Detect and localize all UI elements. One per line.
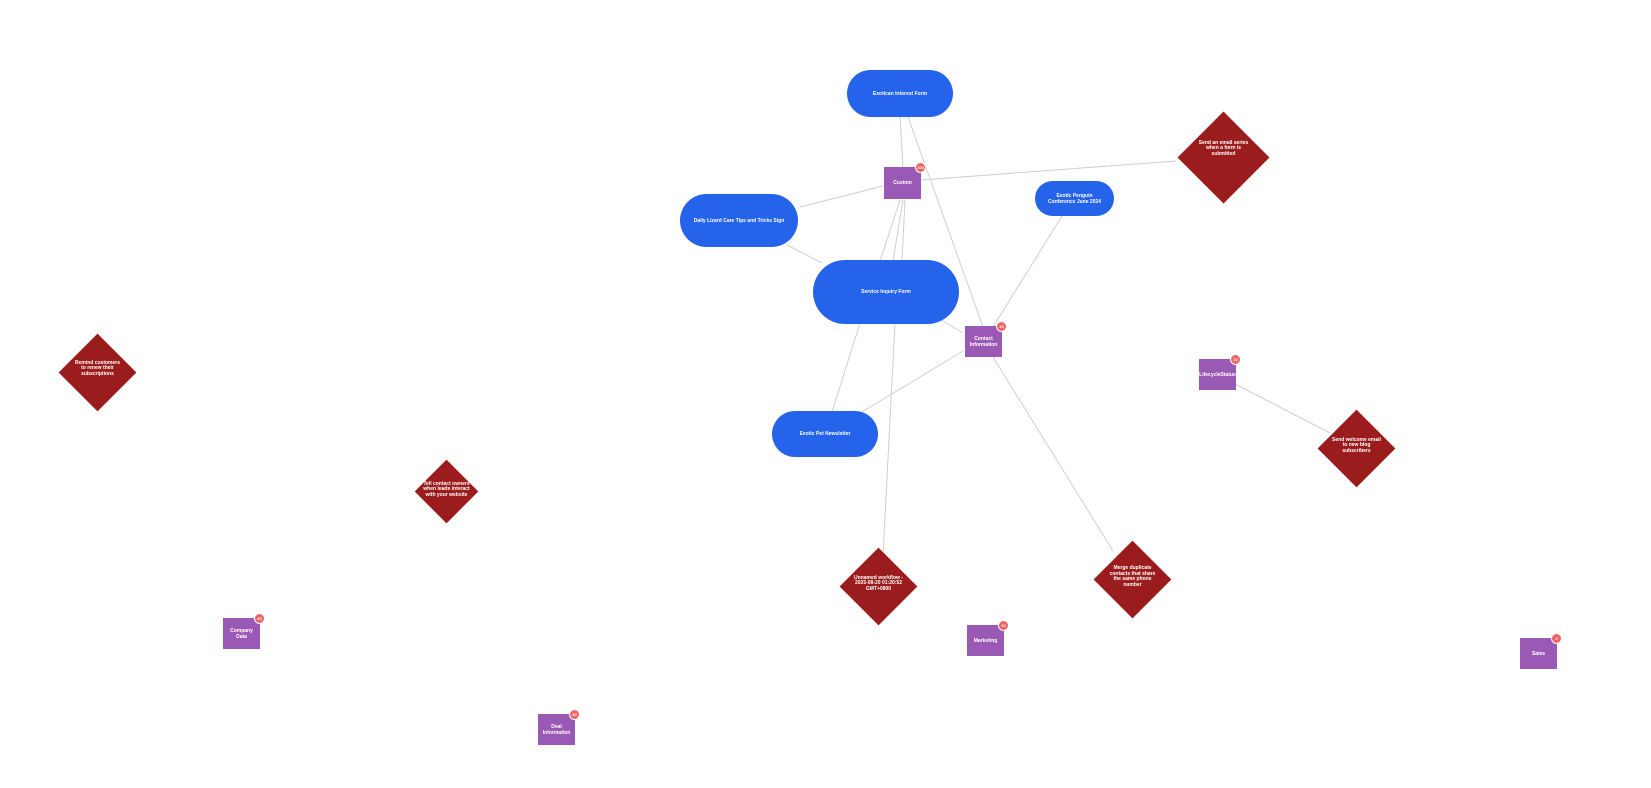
edge bbox=[992, 215, 1063, 328]
edge bbox=[799, 185, 884, 208]
count-badge: 10 bbox=[1230, 354, 1241, 365]
group-label: Company Data bbox=[230, 627, 253, 640]
form-node-label: Exotic Penguin Conference June 2024 bbox=[1047, 192, 1102, 205]
form-node-label: Exotican Interest Form bbox=[872, 90, 928, 97]
count-badge: 30 bbox=[569, 709, 580, 720]
edge bbox=[939, 318, 964, 334]
group-label: Custom bbox=[893, 180, 912, 186]
workflow-node-send-welcome-email[interactable]: Send welcome email to new blog subscribe… bbox=[1317, 409, 1396, 488]
edge bbox=[831, 322, 861, 413]
form-node-label: Service Inquiry Form bbox=[861, 289, 911, 295]
property-group-lifecycle-status[interactable]: LifecycleStatus 10 bbox=[1199, 354, 1241, 390]
form-node-label: Exotic Pet Newsletter bbox=[799, 431, 851, 437]
property-group-deal-information[interactable]: Deal Information 30 bbox=[538, 709, 580, 745]
group-label: LifecycleStatus bbox=[1199, 371, 1236, 378]
edge bbox=[920, 160, 1177, 181]
form-node-exotic-pet-newsletter[interactable]: Exotic Pet Newsletter bbox=[772, 411, 878, 457]
group-label: Deal Information bbox=[542, 723, 571, 736]
workflow-label: Send welcome email to new blog subscribe… bbox=[1332, 436, 1381, 454]
edge bbox=[1234, 383, 1331, 434]
property-group-custom[interactable]: Custom 100 bbox=[884, 162, 926, 199]
form-node-service-inquiry[interactable]: Service Inquiry Form bbox=[813, 260, 959, 324]
workflow-label: Merge duplicate contacts that share the … bbox=[1109, 565, 1156, 588]
edge bbox=[882, 322, 896, 556]
workflow-label: Send an email series when a form is subm… bbox=[1198, 139, 1249, 157]
form-node-exotic-penguin[interactable]: Exotic Penguin Conference June 2024 bbox=[1035, 181, 1114, 216]
edge bbox=[861, 350, 964, 413]
workflow-node-unnamed[interactable]: Unnamed workflow - 2025-08-20 01:20:52 G… bbox=[839, 547, 918, 626]
form-node-exotican-interest[interactable]: Exotican Interest Form bbox=[847, 70, 953, 117]
form-node-daily-lizard-care[interactable]: Daily Lizard Care Tips and Tricks Sign bbox=[680, 194, 798, 247]
property-group-contact-information[interactable]: Contact Information 40 bbox=[965, 321, 1007, 357]
edge bbox=[786, 244, 823, 264]
edge bbox=[892, 199, 904, 262]
property-group-company-data[interactable]: Company Data 40 bbox=[223, 613, 265, 649]
property-group-sales[interactable]: Sales 4 bbox=[1520, 633, 1562, 669]
count-badge: 40 bbox=[254, 613, 265, 624]
count-badge: 100 bbox=[915, 162, 926, 173]
workflow-node-send-email-series[interactable]: Send an email series when a form is subm… bbox=[1177, 111, 1270, 204]
workflow-label: Unnamed workflow - 2025-08-20 01:20:52 G… bbox=[854, 574, 903, 592]
count-badge: 4 bbox=[1551, 633, 1562, 644]
workflow-node-merge-duplicate-contacts[interactable]: Merge duplicate contacts that share the … bbox=[1093, 540, 1172, 619]
edge bbox=[901, 199, 906, 262]
group-label: Contact Information bbox=[969, 335, 998, 348]
workflow-node-remind-customers[interactable]: Remind customers to renew their subscrip… bbox=[58, 333, 137, 412]
count-badge: 40 bbox=[996, 321, 1007, 332]
edge bbox=[879, 199, 901, 262]
group-label: Sales bbox=[1531, 650, 1546, 657]
workflow-label: Remind customers to renew their subscrip… bbox=[74, 359, 120, 377]
workflow-label: Tell contact owners when leads interact … bbox=[423, 480, 470, 498]
count-badge: 10 bbox=[998, 620, 1009, 631]
workflow-node-tell-contact-owners[interactable]: Tell contact owners when leads interact … bbox=[414, 459, 479, 524]
edge bbox=[992, 356, 1114, 552]
edge bbox=[899, 116, 904, 168]
property-group-marketing[interactable]: Marketing 10 bbox=[967, 620, 1009, 656]
group-label: Marketing bbox=[973, 637, 998, 644]
form-node-label: Daily Lizard Care Tips and Tricks Sign bbox=[693, 217, 785, 224]
